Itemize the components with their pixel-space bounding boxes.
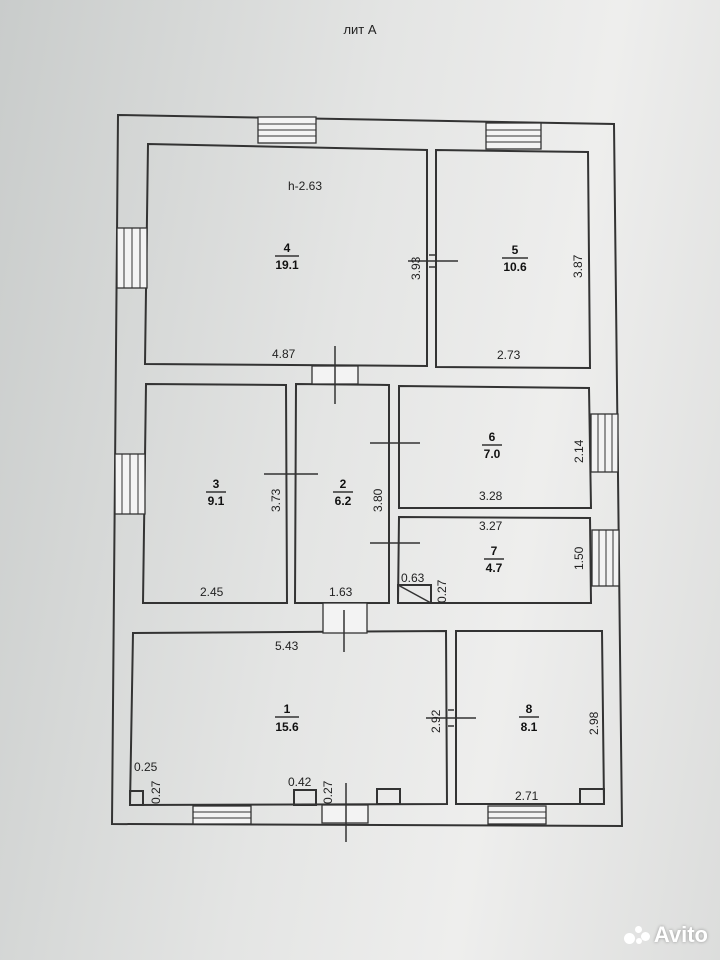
room-3-area: 9.1	[208, 494, 225, 508]
dimension-labels: 4.87 3.93 2.73 3.87 2.45 3.73 1.63 3.80 …	[134, 254, 601, 804]
window-top-left	[257, 116, 317, 144]
dim-r4-height: 3.93	[409, 256, 423, 280]
door-marks	[264, 254, 476, 842]
room-2-number: 2	[340, 477, 347, 491]
niche-room1-left	[129, 790, 144, 806]
dim-r8-width: 2.71	[515, 789, 539, 803]
dim-r2-width: 1.63	[329, 585, 353, 599]
dim-r2-height: 3.80	[371, 488, 385, 512]
door-entrance	[321, 804, 369, 824]
room-4-number: 4	[284, 241, 291, 255]
outer-wall	[110, 113, 624, 828]
window-left-middle	[114, 453, 146, 515]
dim-r3-height: 3.73	[269, 488, 283, 512]
room-5-number: 5	[512, 243, 519, 257]
dim-r7-height: 1.50	[572, 546, 586, 570]
ceiling-height-label: h-2.63	[288, 179, 322, 193]
dim-r1-niche-left-height: 0.27	[149, 780, 163, 804]
dim-r7-width: 3.27	[479, 519, 503, 533]
niche-room1-mid	[293, 789, 317, 806]
avito-watermark: Avito	[623, 922, 708, 948]
window-bottom-left	[192, 805, 252, 825]
dim-r6-height: 2.14	[572, 439, 586, 463]
window-right-room7	[591, 529, 620, 587]
window-bottom-right	[487, 805, 547, 825]
dim-r7-niche-height: 0.27	[435, 579, 449, 603]
window-top-right	[485, 122, 542, 150]
niche-room1-right	[376, 788, 401, 805]
room-6-number: 6	[489, 430, 496, 444]
door-2-1	[322, 602, 368, 634]
room-2-outline	[293, 382, 390, 604]
room-5-outline	[435, 148, 592, 370]
room-7-area: 4.7	[486, 561, 503, 575]
room-1-area: 15.6	[275, 720, 299, 734]
room-3-number: 3	[213, 477, 220, 491]
dim-r7-niche-width: 0.63	[401, 571, 425, 585]
room-1-number: 1	[284, 702, 291, 716]
room-2-area: 6.2	[335, 494, 352, 508]
niche-room8	[579, 788, 605, 805]
dim-r1-height: 2.92	[429, 709, 443, 733]
dim-r8-height: 2.98	[587, 711, 601, 735]
dim-r5-height: 3.87	[571, 254, 585, 278]
room-8-number: 8	[526, 702, 533, 716]
room-8-area: 8.1	[521, 720, 538, 734]
avito-logo-icon	[623, 924, 650, 946]
dim-r1-width: 5.43	[275, 639, 299, 653]
dim-r4-width: 4.87	[272, 347, 296, 361]
room-3-outline	[141, 382, 289, 604]
niche-room7-diagonal	[397, 584, 432, 604]
plan-title: лит А	[343, 22, 377, 37]
dim-r5-width: 2.73	[497, 348, 521, 362]
window-right-room6	[590, 413, 619, 473]
dim-r3-width: 2.45	[200, 585, 224, 599]
dim-r1-niche-mid-width: 0.42	[288, 775, 312, 789]
dim-r6-width: 3.28	[479, 489, 503, 503]
room-7-number: 7	[491, 544, 498, 558]
room-4-outline	[143, 142, 428, 368]
dim-r1-niche-mid-height: 0.27	[321, 780, 335, 804]
dim-r1-niche-left-width: 0.25	[134, 760, 158, 774]
room-5-area: 10.6	[503, 260, 527, 274]
room-6-area: 7.0	[484, 447, 501, 461]
room-4-area: 19.1	[275, 258, 299, 272]
niche-room7	[397, 584, 432, 604]
avito-wordmark: Avito	[653, 922, 708, 947]
room-7-outline	[396, 515, 593, 604]
window-left-upper	[116, 227, 148, 289]
room-6-outline	[398, 384, 593, 509]
